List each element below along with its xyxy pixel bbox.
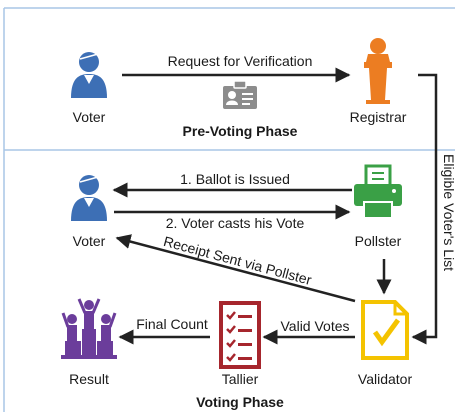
voter-top-icon [71, 52, 107, 98]
pollster-printer-icon [354, 164, 402, 219]
voter-bottom-icon [71, 175, 107, 221]
voter-bottom-label: Voter [72, 233, 106, 249]
tallier-checklist-icon [219, 301, 261, 369]
tallier-label: Tallier [221, 371, 259, 387]
result-label: Result [69, 371, 109, 387]
final-count-label: Final Count [136, 316, 208, 332]
valid-votes-label: Valid Votes [280, 318, 350, 334]
validator-icon [361, 300, 409, 360]
result-podium-icon [61, 298, 117, 359]
pollster-label: Pollster [354, 233, 402, 249]
voting-phase-title: Voting Phase [196, 394, 284, 410]
voter-casts-label: 2. Voter casts his Vote [165, 215, 305, 231]
registrar-icon [364, 38, 392, 104]
receipt-arrow [115, 234, 356, 303]
pre-voting-phase-title: Pre-Voting Phase [182, 123, 298, 139]
voter-top-label: Voter [72, 109, 106, 125]
ballot-issued-label: 1. Ballot is Issued [180, 171, 290, 187]
validator-label: Validator [357, 371, 413, 387]
eligible-list-arrow [411, 73, 438, 345]
registrar-label: Registrar [349, 109, 407, 125]
id-card-icon [223, 80, 257, 109]
request-verification-label: Request for Verification [167, 53, 313, 69]
eligible-list-label: Eligible Voter's List [441, 154, 457, 272]
